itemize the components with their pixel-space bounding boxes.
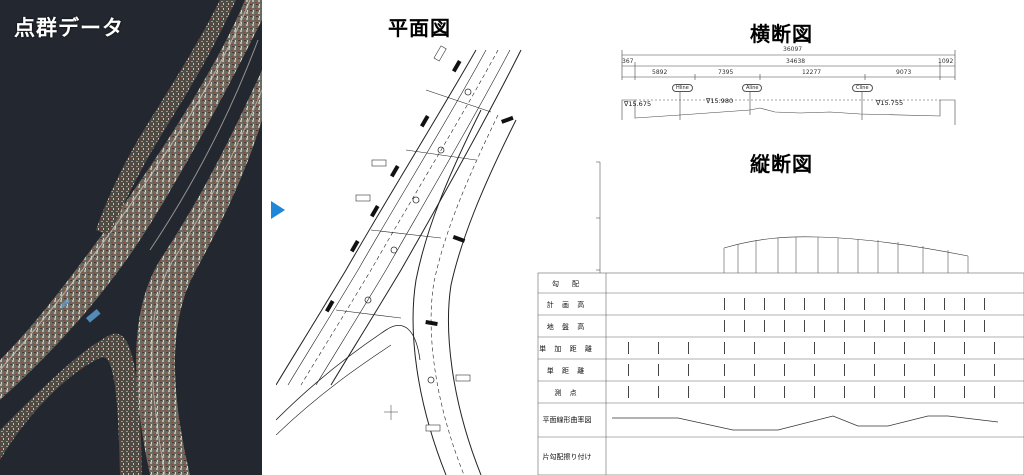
elevation-left: ∇15.675 xyxy=(624,100,652,108)
highway-band-branch xyxy=(96,0,236,236)
row-label-ground-height: 地 盤 高 xyxy=(546,323,588,331)
row-label-cumulative-distance: 単 加 距 離 xyxy=(539,345,595,353)
dim-segment-2: 7395 xyxy=(718,69,734,76)
elevation-right: ∇15.755 xyxy=(876,99,904,107)
profile-curve xyxy=(723,236,969,257)
row-label-curvature: 平面線形曲率図 xyxy=(542,416,592,424)
line-label-c: Cline xyxy=(852,84,873,92)
dim-segment-3: 12277 xyxy=(802,69,822,76)
dim-middle: 34638 xyxy=(786,58,806,65)
plan-panel: 平面図 xyxy=(276,0,526,475)
dim-overall: 36097 xyxy=(783,46,803,53)
dim-left-end: 367 xyxy=(622,58,634,65)
point-cloud-image xyxy=(0,0,262,475)
profile-title: 縦断図 xyxy=(750,152,813,176)
row-label-gradient: 勾 配 xyxy=(552,280,582,288)
row-label-superelevation: 片勾配擦り付け xyxy=(542,453,592,461)
profile-panel: 縦断図 xyxy=(528,140,1024,475)
plan-drawing xyxy=(276,45,522,475)
profile-drawing xyxy=(537,161,1024,475)
cross-section-panel: 横断図 36097 367 34638 1092 5892 7395 12277… xyxy=(600,0,1024,140)
point-cloud-title: 点群データ xyxy=(14,16,124,40)
ramp-edge-left xyxy=(412,109,482,475)
line-label-h: Hline xyxy=(672,84,693,92)
row-label-plan-height: 計 画 高 xyxy=(546,301,588,309)
lower-ramp-band xyxy=(0,333,142,475)
dim-right-end: 1092 xyxy=(938,58,954,65)
dim-segment-1: 5892 xyxy=(652,69,668,76)
curvature-line xyxy=(612,415,999,431)
section-profile-line xyxy=(621,99,956,125)
ramp-edge-right xyxy=(448,119,517,475)
row-label-distance: 単 距 離 xyxy=(546,367,588,375)
point-cloud-panel: 点群データ xyxy=(0,0,262,475)
play-arrow-icon xyxy=(271,201,285,219)
road-edge-left xyxy=(276,49,477,386)
dim-segment-4: 9073 xyxy=(896,69,912,76)
elevation-center: ∇15.980 xyxy=(706,97,734,105)
road-edge-right xyxy=(330,49,522,386)
cross-section-title: 横断図 xyxy=(750,22,813,46)
row-label-station: 測 点 xyxy=(554,389,580,397)
cross-section-drawing xyxy=(621,50,956,125)
ramp-band xyxy=(136,70,262,475)
highway-band-main xyxy=(0,0,262,400)
line-label-a: Aline xyxy=(742,84,763,92)
plan-title: 平面図 xyxy=(388,16,451,40)
